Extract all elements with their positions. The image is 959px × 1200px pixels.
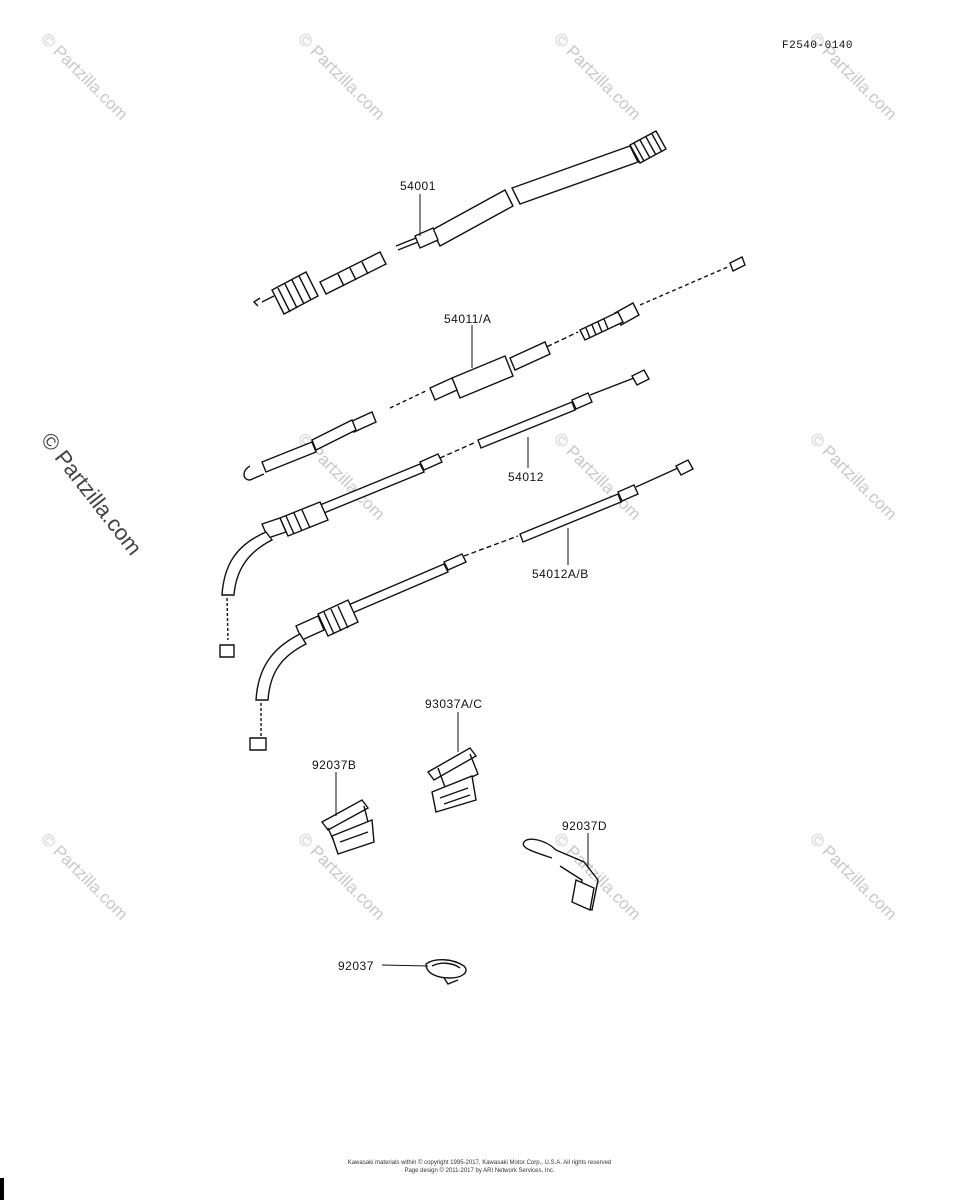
left-edge-marker — [0, 1178, 4, 1200]
clamp-93037ac-illustration — [426, 747, 479, 813]
watermark: © Partzilla.com — [806, 829, 900, 923]
footer-page-design: Page design © 2011-2017 by ARI Network S… — [404, 1168, 555, 1174]
part-label-54012: 54012 — [508, 470, 544, 484]
part-label-92037: 92037 — [338, 959, 374, 973]
watermark: © Partzilla.com — [806, 429, 900, 523]
cable-54012-illustration — [219, 369, 650, 658]
part-label-93037ac: 93037A/C — [425, 697, 482, 711]
part-label-54011: 54011/A — [444, 312, 491, 326]
part-label-54012ab: 54012A/B — [532, 567, 589, 581]
cable-54011-illustration — [243, 256, 746, 481]
part-label-54001: 54001 — [400, 179, 436, 193]
watermark: © Partzilla.com — [550, 29, 644, 123]
clamp-92037-illustration — [425, 959, 467, 985]
cable-54001-illustration — [252, 130, 667, 315]
cable-54012ab-illustration — [249, 459, 694, 751]
watermark: © Partzilla.com — [37, 829, 131, 923]
watermark: © Partzilla.com — [294, 29, 388, 123]
watermark: © Partzilla.com — [550, 829, 644, 923]
diagram-code: F2540-0140 — [782, 40, 853, 52]
watermark: © Partzilla.com — [37, 29, 131, 123]
clamp-92037d-illustration — [522, 838, 599, 912]
part-label-92037b: 92037B — [312, 758, 356, 772]
clamp-92037b-illustration — [320, 799, 375, 855]
leader-92037 — [381, 964, 429, 967]
footer-copyright: Kawasaki materials within © copyright 19… — [347, 1160, 612, 1166]
part-label-92037d: 92037D — [562, 819, 607, 833]
watermark-side: © Partzilla.com — [36, 428, 147, 560]
